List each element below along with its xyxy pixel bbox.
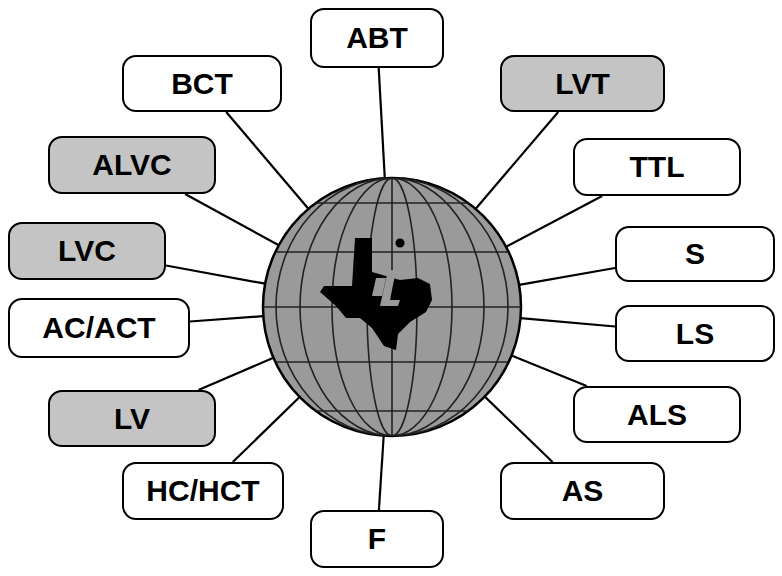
leader-line bbox=[190, 316, 263, 321]
family-box: LVC bbox=[8, 222, 166, 280]
leader-line bbox=[233, 397, 300, 462]
leader-line bbox=[199, 358, 274, 390]
family-label: ABT bbox=[346, 23, 408, 53]
leader-line bbox=[476, 112, 559, 209]
leader-line bbox=[521, 318, 616, 326]
family-label: LVT bbox=[555, 69, 609, 99]
family-label: ALVC bbox=[92, 150, 171, 180]
family-label: HC/HCT bbox=[146, 476, 259, 506]
family-box: LV bbox=[48, 390, 216, 447]
family-label: BCT bbox=[171, 69, 233, 99]
leader-line bbox=[512, 356, 587, 387]
family-label: ALS bbox=[627, 400, 687, 430]
leader-line bbox=[506, 196, 602, 247]
family-box: TTL bbox=[573, 138, 741, 196]
leader-line bbox=[379, 436, 384, 510]
globe-grid bbox=[260, 170, 525, 440]
leader-line bbox=[166, 266, 265, 284]
family-box: ALS bbox=[573, 386, 741, 443]
family-label: AC/ACT bbox=[42, 313, 155, 343]
leader-line bbox=[519, 268, 615, 285]
family-label: S bbox=[685, 239, 705, 269]
family-box: S bbox=[615, 226, 775, 282]
family-label: AS bbox=[562, 476, 604, 506]
family-box: AC/ACT bbox=[8, 298, 190, 358]
family-box: ALVC bbox=[48, 136, 216, 194]
family-box: LVT bbox=[500, 55, 665, 112]
family-box: ABT bbox=[310, 8, 444, 68]
family-box: LS bbox=[615, 305, 775, 362]
texas-logo bbox=[320, 238, 432, 350]
family-label: F bbox=[368, 524, 386, 554]
leader-line bbox=[379, 68, 385, 178]
family-label: LV bbox=[114, 404, 150, 434]
family-label: LVC bbox=[58, 236, 116, 266]
leader-line bbox=[485, 397, 553, 462]
family-box: HC/HCT bbox=[122, 462, 284, 520]
leader-line bbox=[226, 112, 308, 209]
family-label: TTL bbox=[630, 152, 685, 182]
leader-line bbox=[185, 194, 279, 245]
family-label: LS bbox=[676, 319, 714, 349]
family-box: BCT bbox=[122, 55, 282, 112]
family-box: F bbox=[310, 510, 444, 568]
family-box: AS bbox=[500, 462, 665, 520]
